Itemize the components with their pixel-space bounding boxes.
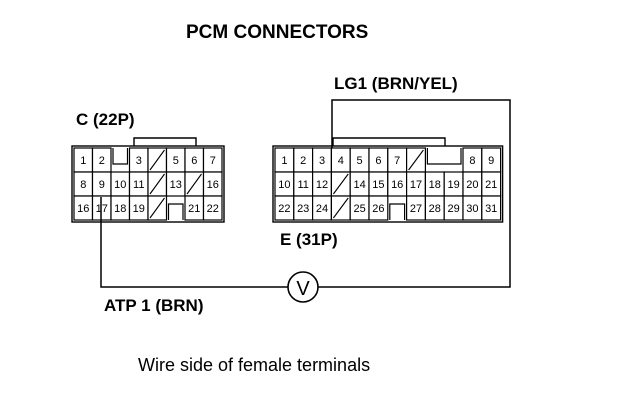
connector-e-label: E (31P) [280,230,338,249]
connector-e-terminal-number: 5 [357,155,363,167]
connector-e-terminal-number: 23 [297,203,309,215]
connector-c-lock-tab [133,137,197,146]
connector-c-terminal-number: 2 [99,155,105,167]
connector-c-terminal-number: 21 [188,203,200,215]
connector-c-terminal-number: 18 [114,203,126,215]
connector-c-key-notch [167,203,184,220]
connector-c-terminal-number: 3 [136,155,142,167]
connector-e-terminal-number: 8 [469,155,475,167]
diagram-caption: Wire side of female terminals [138,355,371,375]
connector-e-terminal-number: 7 [394,155,400,167]
connector-e-terminal-number: 27 [410,203,422,215]
connector-e-terminal-number: 16 [391,179,403,191]
connector-c-plugged-cavity [149,197,165,219]
connector-e-terminal-number: 22 [278,203,290,215]
connector-e-plugged-cavity [332,197,349,219]
connector-c-terminal-number: 10 [114,179,126,191]
connector-e-terminal-number: 29 [447,203,459,215]
connector-e-cavity [368,195,389,221]
connector-e-terminal-number: 10 [278,179,290,191]
connector-e-terminal-number: 11 [297,179,308,191]
connector-e-terminal-number: 31 [485,203,497,215]
connector-e-terminal-number: 1 [281,155,287,167]
connector-c-plugged-cavity [149,173,165,195]
voltmeter-symbol: V [296,278,310,300]
connector-e-terminal-number: 30 [466,203,478,215]
wiring: V [100,99,511,303]
connector-e-terminal-number: 6 [375,155,381,167]
connector-c-terminal-number: 13 [170,179,182,191]
connector-c-plugged-cavity [186,173,202,195]
connector-e-terminal-number: 21 [485,179,497,191]
connector-e-terminal-number: 2 [300,155,306,167]
connector-e-cavity [481,195,502,221]
connector-e-terminal-number: 3 [319,155,325,167]
connector-c-cavity [202,195,223,221]
connector-e-terminal-number: 14 [353,179,365,191]
connector-e-terminal-number: 18 [429,179,441,191]
connector-e-terminal-number: 15 [372,179,384,191]
connector-e-terminal-number: 9 [488,155,494,167]
connector-e-terminal-number: 12 [316,179,328,191]
wire-lg1 [318,99,511,288]
connector-c-label: C (22P) [76,110,135,129]
connector-e-key-notch [389,203,406,220]
connector-c-terminal-number: 16 [207,179,219,191]
connector-e-terminal-number: 24 [316,203,328,215]
connector-c-terminal-number: 8 [80,179,86,191]
connector-e-housing [272,145,504,223]
connector-c-housing [71,145,225,223]
connector-e-terminal-number: 26 [372,203,384,215]
wire-lg1-label: LG1 (BRN/YEL) [334,74,458,93]
connector-c-terminal-number: 9 [99,179,105,191]
connector-e-plugged-cavity [332,173,349,195]
connector-e-plugged-cavity [408,149,424,171]
connector-e-lock-tab [332,137,446,146]
connector-e-terminal-number: 17 [410,179,422,191]
connector-e-key-notch [426,148,462,165]
connector-c-terminal-number: 22 [207,203,219,215]
connector-c-terminal-number: 16 [77,203,89,215]
connector-e-terminal-number: 19 [447,179,459,191]
connector-c-plugged-cavity [149,149,165,171]
connector-c-terminal-number: 7 [210,155,216,167]
connector-e-terminal-number: 4 [338,155,344,167]
connector-c-terminal-number: 6 [191,155,197,167]
connector-c-terminal-number: 5 [173,155,179,167]
connector-e-terminal-number: 28 [429,203,441,215]
connector-c-key-notch [112,148,129,165]
voltmeter-icon [287,271,319,303]
connector-c-terminal-number: 11 [133,179,144,191]
wire-atp1-label: ATP 1 (BRN) [104,296,204,315]
wire-atp1 [100,197,288,288]
diagram-title: PCM CONNECTORS [186,22,369,43]
connector-e-terminal-number: 20 [466,179,478,191]
connector-c-terminal-number: 1 [80,155,86,167]
connector-e-terminal-number: 25 [353,203,365,215]
connector-c-terminal-number: 19 [133,203,145,215]
